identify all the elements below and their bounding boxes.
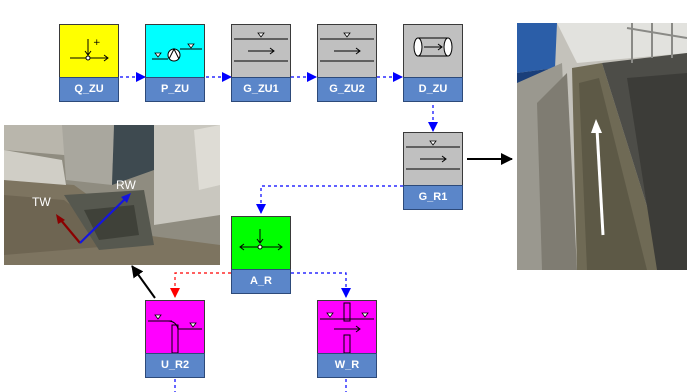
block-q-zu[interactable]: + Q_ZU <box>59 24 119 102</box>
channel-icon <box>403 132 463 186</box>
block-g-zu2[interactable]: G_ZU2 <box>317 24 377 102</box>
block-w-r[interactable]: W_R <box>317 300 377 378</box>
tw-label: TW <box>32 195 51 209</box>
link-gr1-ar <box>256 185 403 214</box>
tw-axis-arrow <box>59 218 81 244</box>
pipe-icon <box>403 24 463 78</box>
channel-icon <box>231 24 291 78</box>
svg-text:+: + <box>93 38 101 48</box>
photo-channel <box>517 23 687 270</box>
flow-direction-arrow <box>595 128 605 236</box>
block-label: D_ZU <box>403 77 463 102</box>
inflow-icon: + <box>59 24 119 78</box>
block-label: A_R <box>231 269 291 294</box>
block-g-r1[interactable]: G_R1 <box>403 132 463 210</box>
block-label: G_ZU2 <box>317 77 377 102</box>
pump-icon <box>145 24 205 78</box>
link-ar-wr <box>291 272 351 298</box>
block-label: P_ZU <box>145 77 205 102</box>
block-label: U_R2 <box>145 353 205 378</box>
block-label: W_R <box>317 353 377 378</box>
overflow-weir-icon <box>145 300 205 354</box>
block-d-zu[interactable]: D_ZU <box>403 24 463 102</box>
branch-icon <box>231 216 291 270</box>
link-ar-ur2 <box>170 272 231 298</box>
weir-icon <box>317 300 377 354</box>
block-label: G_R1 <box>403 185 463 210</box>
arrow-ur2-to-photo <box>131 265 156 299</box>
block-a-r[interactable]: A_R <box>231 216 291 294</box>
block-p-zu[interactable]: P_ZU <box>145 24 205 102</box>
block-label: Q_ZU <box>59 77 119 102</box>
block-g-zu1[interactable]: G_ZU1 <box>231 24 291 102</box>
rw-label: RW <box>116 178 136 192</box>
rw-axis-arrow <box>79 197 127 244</box>
block-u-r2[interactable]: U_R2 <box>145 300 205 378</box>
block-label: G_ZU1 <box>231 77 291 102</box>
channel-icon <box>317 24 377 78</box>
photo-outlet-structure: TW RW <box>4 125 220 265</box>
